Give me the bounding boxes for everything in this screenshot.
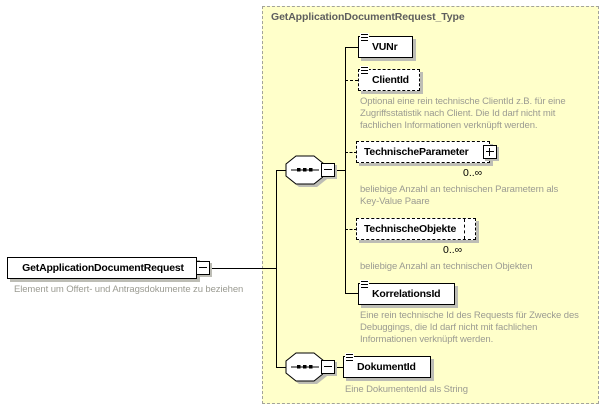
annotation-lines-icon (360, 33, 369, 42)
element-box-korrelationsid[interactable]: KorrelationsId (358, 280, 455, 305)
connector-root-line (210, 268, 277, 269)
annotation-clientid: Optional eine rein technische ClientId z… (360, 96, 566, 131)
complextype-title: GetApplicationDocumentRequest_Type (271, 11, 465, 23)
connector-main-trunk (276, 170, 277, 368)
connector-seq2-left (276, 367, 288, 368)
annotation-lines-icon (360, 66, 369, 75)
connector-seq1-right (335, 170, 345, 171)
sequence-1-collapse-button[interactable] (321, 163, 335, 177)
element-name: ClientId (372, 74, 409, 86)
annotation-technischeobjekte: beliebige Anzahl an technischen Objekten (360, 261, 533, 272)
occurs-label-technischeparameter: 0..∞ (463, 167, 483, 179)
element-name: TechnischeObjekte (364, 223, 457, 235)
connector-seq1-left (276, 170, 288, 171)
annotation-dokumentid: Eine DokumentenId als String (345, 384, 468, 395)
element-box-vunr[interactable]: VUNr (358, 33, 413, 58)
element-box-clientid[interactable]: ClientId (358, 66, 420, 91)
element-box-dokumentid[interactable]: DokumentId (343, 353, 431, 378)
sequence-icon (285, 155, 327, 187)
root-element-box[interactable]: GetApplicationDocumentRequest (7, 257, 197, 279)
connector-dokumentid (335, 367, 343, 368)
annotation-technischeparameter: beliebige Anzahl an technischen Paramete… (360, 184, 559, 207)
annotation-lines-icon (345, 353, 354, 362)
element-name: KorrelationsId (372, 288, 441, 300)
connector-technischeobjekte (345, 229, 357, 230)
root-annotation: Element um Offert- und Antragsdokumente … (14, 284, 244, 295)
connector-children-trunk (345, 47, 346, 294)
sequence-2-collapse-button[interactable] (321, 360, 335, 374)
connector-korrelationsid (345, 293, 358, 294)
element-name: DokumentId (357, 361, 416, 373)
annotation-korrelationsid: Eine rein technische Id des Requests für… (360, 310, 579, 345)
connector-clientid (345, 80, 358, 81)
element-name: VUNr (372, 41, 398, 53)
root-collapse-button[interactable] (196, 261, 210, 275)
occurs-label-technischeobjekte: 0..∞ (443, 244, 463, 256)
element-content-separator (464, 219, 465, 239)
connector-technischeparameter (345, 152, 357, 153)
annotation-lines-icon (360, 280, 369, 289)
sequence-compositor-2[interactable] (285, 352, 329, 391)
sequence-icon (285, 352, 327, 384)
connector-vunr (345, 47, 358, 48)
technischeparameter-expand-button[interactable] (483, 145, 497, 159)
root-element-name: GetApplicationDocumentRequest (22, 262, 184, 274)
complextype-container (262, 6, 599, 404)
element-box-technischeobjekte[interactable]: TechnischeObjekte (356, 218, 476, 240)
sequence-compositor-1[interactable] (285, 155, 329, 194)
element-name: TechnischeParameter (364, 146, 469, 158)
element-box-technischeparameter[interactable]: TechnischeParameter (356, 141, 490, 163)
